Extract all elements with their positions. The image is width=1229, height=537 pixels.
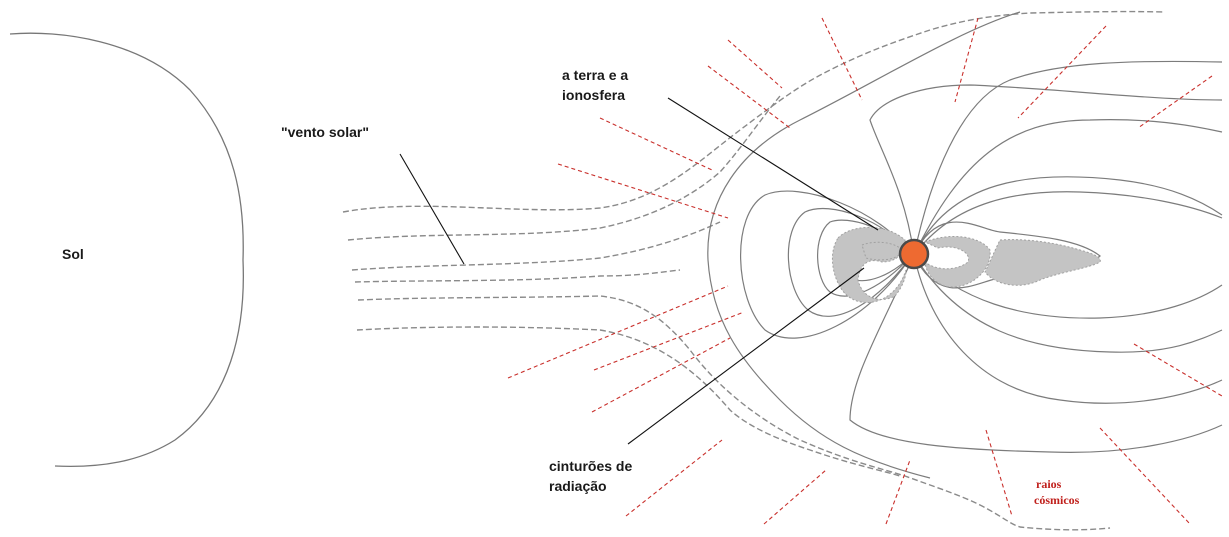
belts-label-line2: radiação [549, 478, 607, 494]
magnetopause [707, 11, 1021, 479]
earth [898, 238, 930, 270]
belts-label-line1: cinturões de [549, 458, 633, 474]
cosmic-rays-label: raios cósmicos [1034, 476, 1079, 508]
cosmic-rays [507, 17, 1223, 525]
leader-belts [627, 267, 865, 445]
radiation-belts [832, 226, 1101, 304]
cosmic-label-line2: cósmicos [1034, 493, 1080, 507]
earth-label-line2: ionosfera [562, 87, 626, 103]
earth-label-line1: a terra e a [562, 67, 629, 83]
leader-solar-wind [399, 153, 465, 265]
leader-lines [399, 97, 879, 445]
earth-label: a terra e a ionosfera [562, 65, 628, 105]
sun-outline [9, 32, 244, 467]
leader-earth [667, 97, 879, 231]
magnetic-field-lines [740, 60, 1223, 453]
solar-wind-lines [342, 10, 1166, 531]
radiation-belts-label: cinturões de radiação [549, 456, 632, 496]
sun-label: Sol [62, 246, 84, 262]
cosmic-label-line1: raios [1036, 477, 1062, 491]
solar-wind-label: "vento solar" [281, 124, 369, 140]
